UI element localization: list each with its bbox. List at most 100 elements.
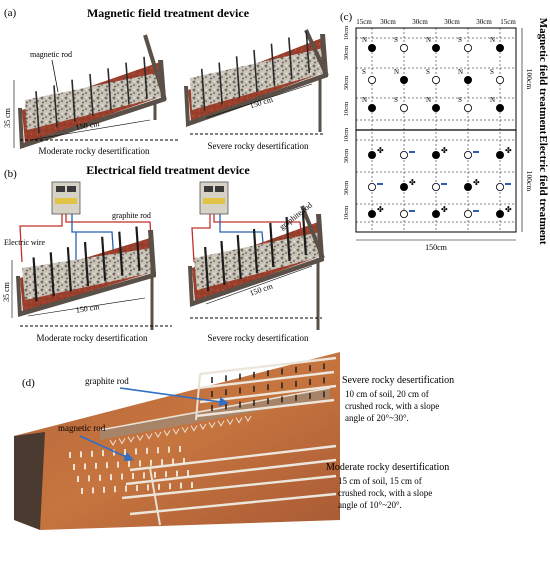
rod	[125, 62, 130, 105]
panel-a-title: Magnetic field treatment device	[87, 6, 250, 20]
panel-b: (b) Electrical field treatment device El…	[2, 163, 325, 343]
sawtooth-edge	[154, 431, 162, 438]
tray-wall-right	[148, 230, 156, 274]
pole-label: N	[426, 36, 431, 44]
display-icon	[204, 186, 213, 192]
electric-wire-label: Electric wire	[4, 238, 46, 247]
magnetic-rod-marker	[431, 76, 440, 85]
tray-wall-left	[184, 86, 190, 125]
top-dim-label: 30cm	[380, 18, 396, 26]
width-dim-line	[29, 119, 151, 141]
pole-label: N	[362, 96, 367, 104]
caption-moderate-a: Moderate rocky desertification	[39, 146, 150, 156]
right-dim-label: 100cm	[525, 69, 534, 90]
rod	[143, 56, 148, 99]
rod	[285, 216, 291, 262]
rod	[35, 91, 40, 134]
pole-label: S	[458, 36, 462, 44]
display-icon	[56, 186, 65, 192]
magnetic-rod-marker	[399, 44, 408, 53]
rod	[71, 79, 76, 122]
electrode-marker	[495, 150, 504, 159]
panel-d: (d) graphite rod magnetic rod Severe roc…	[14, 352, 454, 530]
magnetic-device-severe: 150 cm Severe rocky desertification	[184, 29, 329, 151]
field-rods	[69, 363, 325, 494]
panel-a-label: (a)	[4, 7, 17, 19]
magnetic-rod-marker	[399, 76, 408, 85]
electric-device-severe: graphite rod 150 cm Severe rocky deserti…	[188, 181, 325, 343]
rod	[220, 240, 226, 286]
sawtooth-edge	[235, 417, 243, 424]
magnetic-rod-label-d: magnetic rod	[58, 423, 106, 433]
sawtooth-edge	[172, 428, 180, 435]
electrode-marker	[463, 182, 472, 191]
magnetic-rod-arrow	[79, 435, 134, 461]
pole-label: N	[426, 96, 431, 104]
electrode-marker	[463, 209, 472, 218]
negative-icon	[473, 151, 479, 153]
width-dim-label-left: 150 cm	[75, 302, 101, 315]
tray-wall-left	[18, 108, 24, 148]
pole-label: N	[490, 96, 495, 104]
magnetic-rod-marker	[399, 104, 408, 113]
side-dim-label: 10cm	[343, 206, 350, 220]
plot-divider	[149, 467, 161, 526]
graphite-rods	[204, 210, 307, 292]
rod	[218, 62, 223, 105]
rod	[236, 234, 242, 280]
magnetic-rod-leader	[51, 59, 59, 93]
sawtooth-edge	[226, 418, 234, 426]
rod	[107, 68, 112, 111]
electrode-marker	[399, 209, 408, 218]
top-dim-label: 15cm	[356, 18, 372, 26]
sawtooth-edge	[163, 430, 171, 437]
magnetic-rods	[200, 31, 311, 111]
rod	[135, 226, 141, 271]
positive-icon: ✤	[377, 205, 384, 214]
width-dim-line	[27, 297, 146, 317]
rod	[270, 43, 276, 86]
positive-icon: ✤	[505, 205, 512, 214]
plot-board	[129, 492, 337, 516]
magnetic-device-moderate: magnetic rod 35 cm 150 cm Moderate rocky…	[3, 34, 178, 156]
width-dim-line	[205, 265, 313, 305]
rod	[89, 73, 94, 117]
graphite-rod-arrow	[119, 387, 229, 407]
negative-icon	[409, 151, 415, 153]
pole-label: N	[362, 36, 367, 44]
rod	[305, 31, 311, 74]
power-panel-icon	[55, 198, 77, 204]
moderate-line-1: 15 cm of soil, 15 cm of	[338, 476, 422, 486]
sawtooth-edge	[181, 426, 189, 434]
electrode-marker	[399, 182, 408, 191]
rock-layer	[190, 48, 327, 110]
rod	[32, 257, 38, 302]
caption-moderate-b: Moderate rocky desertification	[37, 333, 148, 343]
electric-device-moderate: Electric wire graphite rod 35 cm 150 cm …	[2, 181, 172, 343]
sawtooth-edge	[208, 422, 216, 429]
tray-wall-right	[320, 34, 328, 74]
side-dim-label: 10cm	[343, 128, 350, 142]
rod	[53, 85, 58, 128]
severe-title-d: Severe rocky desertification	[342, 375, 454, 386]
sawtooth-edge	[109, 439, 117, 446]
bottom-dim-label: 150cm	[425, 243, 448, 252]
magnetic-rod-marker	[431, 104, 440, 113]
magnetic-rod-marker	[367, 76, 376, 85]
rock-layer	[25, 72, 165, 130]
pole-label: S	[458, 96, 462, 104]
panel-b-label: (b)	[4, 168, 17, 180]
negative-icon	[409, 210, 415, 212]
side-dim-label: 10cm	[343, 102, 350, 116]
magnetic-rod-marker	[463, 44, 472, 53]
positive-icon: ✤	[473, 178, 480, 187]
sawtooth-edge	[145, 433, 153, 440]
negative-icon	[473, 210, 479, 212]
top-dim-label: 15cm	[500, 18, 516, 26]
pole-label: S	[394, 36, 398, 44]
display-icon	[67, 186, 76, 192]
top-dim-label: 30cm	[476, 18, 492, 26]
sawtooth-edge	[190, 425, 198, 432]
plot-board	[197, 370, 335, 390]
